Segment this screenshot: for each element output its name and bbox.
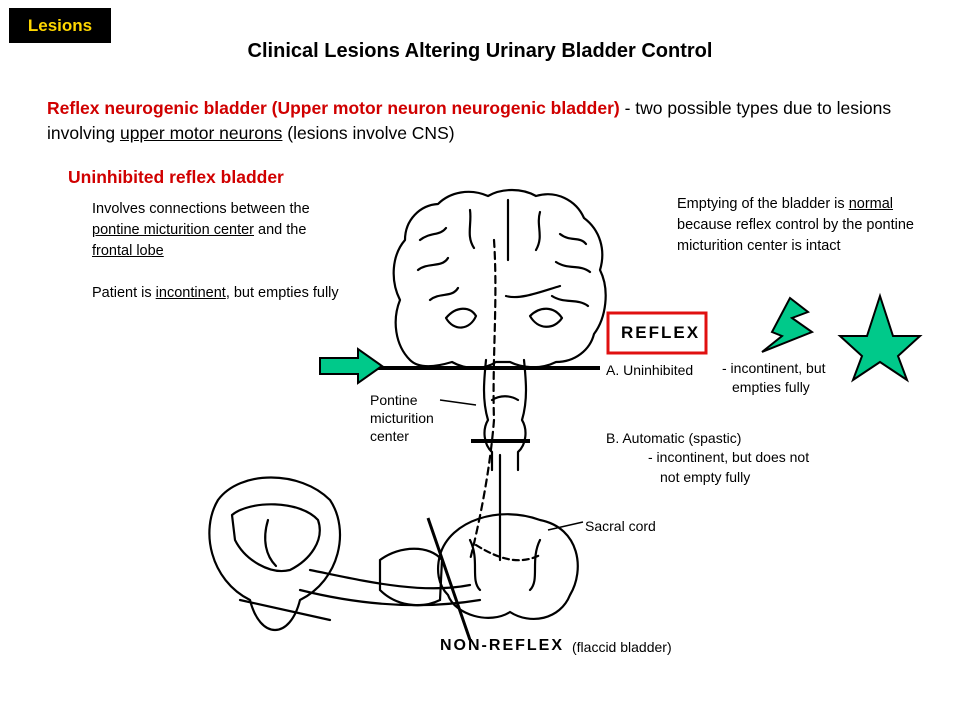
left-note-underline: pontine micturition center [92,222,254,238]
left-note-text: and the [254,222,307,238]
pontine-label-line: micturition [370,410,434,426]
type-a-label: A. Uninhibited [606,362,694,378]
left-note-para-2: Patient is incontinent, but empties full… [92,283,347,304]
type-b-desc-1: - incontinent, but does not [648,449,810,465]
right-note-text: Emptying of the bladder is [677,196,849,212]
right-note-underline: normal [848,196,894,212]
green-arrow [319,347,384,385]
ventricle-left [444,307,478,329]
left-note-para-1: Involves connections between the pontine… [92,199,347,262]
intro-underlined: upper motor neurons [119,123,283,143]
right-note: Emptying of the bladder is normal becaus… [677,194,937,257]
lesion-line-sacral [426,517,472,641]
pontine-label-line: center [370,428,409,444]
reflex-label: REFLEX [621,323,701,342]
pontine-label-line: Pontine [370,392,418,408]
page-title: Clinical Lesions Altering Urinary Bladde… [247,40,713,62]
sacral-cord-illustration [378,513,579,620]
intro-heading: Reflex neurogenic bladder (Upper motor n… [47,98,620,118]
left-note-text: , but empties fully [225,285,339,301]
bladder-illustration [208,476,482,631]
type-a-desc-1: - incontinent, but [722,360,826,376]
ventricle-right [528,307,564,328]
pontine-label: Pontine micturition center [370,391,434,445]
intro-text-2: (lesions involve CNS) [282,123,455,143]
non-reflex-label: NON-REFLEX [440,637,564,654]
type-b-label: B. Automatic (spastic) [606,430,742,446]
green-star [837,292,923,383]
type-a-desc-2: empties fully [732,379,810,395]
left-note-text: Patient is [92,285,156,301]
lightning-bolt [761,296,815,353]
left-note-underline: incontinent [155,285,226,301]
brainstem [482,358,528,472]
intro-text-1: - two possible types due to lesions invo… [47,98,892,143]
brain-outline [392,188,607,370]
intro-paragraph: Reflex neurogenic bladder (Upper motor n… [47,96,907,146]
left-note-text: Involves connections between the [92,201,310,217]
sacral-cord-label: Sacral cord [585,518,656,534]
lesions-tag: Lesions [9,8,111,43]
left-note-underline: frontal lobe [92,243,164,259]
right-note-text: because reflex control by the pontine mi… [677,217,914,254]
left-note: Involves connections between the pontine… [92,199,347,304]
section-subhead: Uninhibited reflex bladder [68,167,284,187]
reflex-highlight-box [606,311,708,355]
type-b-desc-2: not empty fully [660,469,751,485]
flaccid-label: (flaccid bladder) [572,639,672,655]
